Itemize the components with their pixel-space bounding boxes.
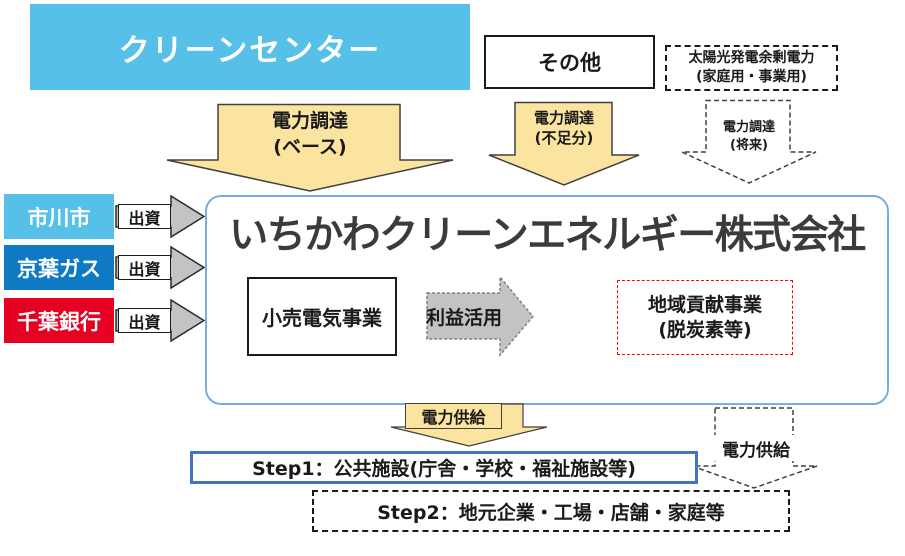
investor-keiyo-gas-box: 京葉ガス xyxy=(4,245,114,290)
procurement-shortage-arrow: 電力調達 (不足分) xyxy=(487,101,641,187)
clean-center-box: クリーンセンター xyxy=(30,4,470,90)
investment-arrow-2: 出資 xyxy=(115,245,205,290)
down-arrow-shape xyxy=(488,101,640,186)
investor-keiyo-gas-label: 京葉ガス xyxy=(17,256,101,281)
other-source-box: その他 xyxy=(484,35,655,89)
power-supply-future-label: 電力供給 xyxy=(709,435,803,461)
other-source-label: その他 xyxy=(538,51,601,75)
solar-surplus-box: 太陽光発電余剰電力 (家庭用・事業用) xyxy=(665,45,838,91)
investment-arrow-3: 出資 xyxy=(115,298,205,343)
investor-chiba-bank-label: 千葉銀行 xyxy=(17,309,101,334)
step2-label: Step2：地元企業・工場・店舗・家庭等 xyxy=(377,501,725,524)
community-contribution-line2: (脱炭素等) xyxy=(658,318,752,341)
power-supply-tag: 電力供給 xyxy=(405,403,502,429)
step2-box: Step2：地元企業・工場・店舗・家庭等 xyxy=(312,490,790,532)
dashed-down-arrow-polygon xyxy=(681,99,817,184)
retail-electricity-label: 小売電気事業 xyxy=(262,306,382,330)
investment-tag-3: 出資 xyxy=(118,308,171,333)
profit-utilization-arrow: 利益活用 xyxy=(425,275,535,358)
company-title: いちかわクリーンエネルギー株式会社 xyxy=(229,213,866,258)
gray-right-arrow-polygon xyxy=(426,275,534,358)
profit-utilization-label: 利益活用 xyxy=(425,307,502,329)
investment-tag-2: 出資 xyxy=(118,255,171,280)
step1-label: Step1：公共施設(庁舎・学校・福祉施設等) xyxy=(252,458,636,480)
procurement-base-label: 電力調達 (ベース) xyxy=(271,110,348,158)
down-arrow-shape xyxy=(166,103,454,192)
investment-arrow-1: 出資 xyxy=(115,194,205,239)
power-supply-arrow: 電力供給 xyxy=(390,402,548,448)
community-contribution-line1: 地域貢献事業 xyxy=(647,293,762,316)
solar-surplus-line2: (家庭用・事業用) xyxy=(696,69,807,85)
procurement-future-label: 電力調達 (将来) xyxy=(722,120,775,153)
down-arrow-polygon xyxy=(488,101,640,186)
power-supply-future-arrow: 電力供給 xyxy=(691,407,818,489)
clean-center-label: クリーンセンター xyxy=(118,32,382,69)
dashed-down-arrow-shape xyxy=(681,99,817,184)
investor-ichikawa-city-box: 市川市 xyxy=(4,194,114,239)
down-arrow-polygon xyxy=(166,103,454,192)
retail-electricity-box: 小売電気事業 xyxy=(247,277,397,356)
investment-tag-1: 出資 xyxy=(118,204,171,229)
procurement-shortage-label: 電力調達 (不足分) xyxy=(533,109,594,148)
procurement-future-arrow: 電力調達 (将来) xyxy=(680,99,818,185)
gray-right-arrow-shape xyxy=(426,275,534,358)
community-contribution-box: 地域貢献事業 (脱炭素等) xyxy=(617,280,793,355)
investor-chiba-bank-box: 千葉銀行 xyxy=(4,298,114,343)
step1-box: Step1：公共施設(庁舎・学校・福祉施設等) xyxy=(190,451,698,484)
procurement-base-arrow: 電力調達 (ベース) xyxy=(165,103,455,193)
investor-ichikawa-city-label: 市川市 xyxy=(27,205,91,230)
solar-surplus-line1: 太陽光発電余剰電力 xyxy=(688,50,815,67)
